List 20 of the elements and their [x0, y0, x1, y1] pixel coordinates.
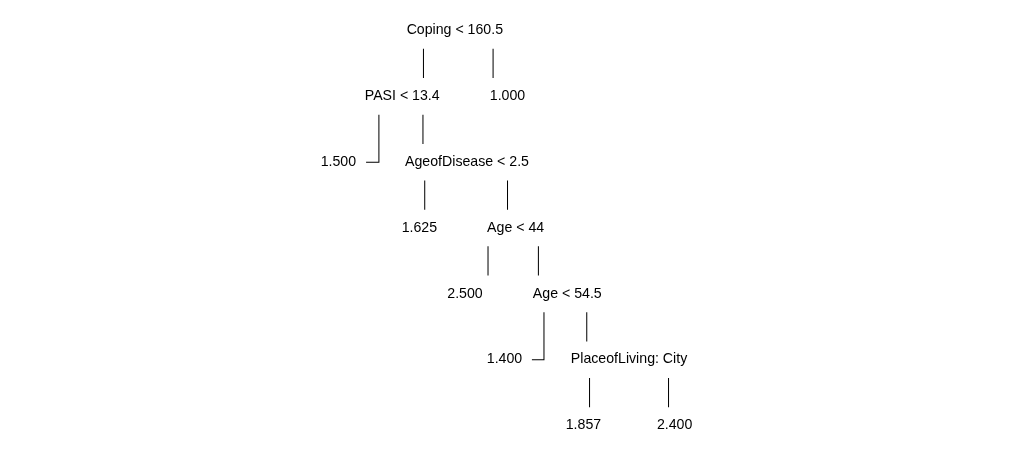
node-text: PlaceofLiving: City	[570, 350, 688, 367]
node-text: Age < 44	[487, 218, 545, 235]
node-text: 1.625	[401, 218, 438, 235]
node-text: 2.400	[656, 416, 693, 433]
node-text: PASI < 13.4	[364, 87, 440, 104]
connector	[507, 180, 508, 211]
node-text: AgeofDisease < 2.5	[405, 152, 529, 169]
connector	[537, 245, 539, 277]
node-text: 1.000	[489, 87, 526, 104]
connector	[586, 311, 588, 342]
node-text: 2.500	[447, 284, 483, 301]
connector	[668, 377, 670, 408]
node-text: 1.400	[486, 350, 523, 367]
connector	[424, 180, 426, 211]
node-text: 1.500	[320, 152, 357, 169]
connector	[589, 377, 591, 408]
node-text: 1.857	[565, 416, 602, 433]
node-text: Age < 54.5	[532, 284, 602, 301]
connector	[422, 48, 424, 79]
node-text: Coping < 160.5	[406, 21, 504, 38]
